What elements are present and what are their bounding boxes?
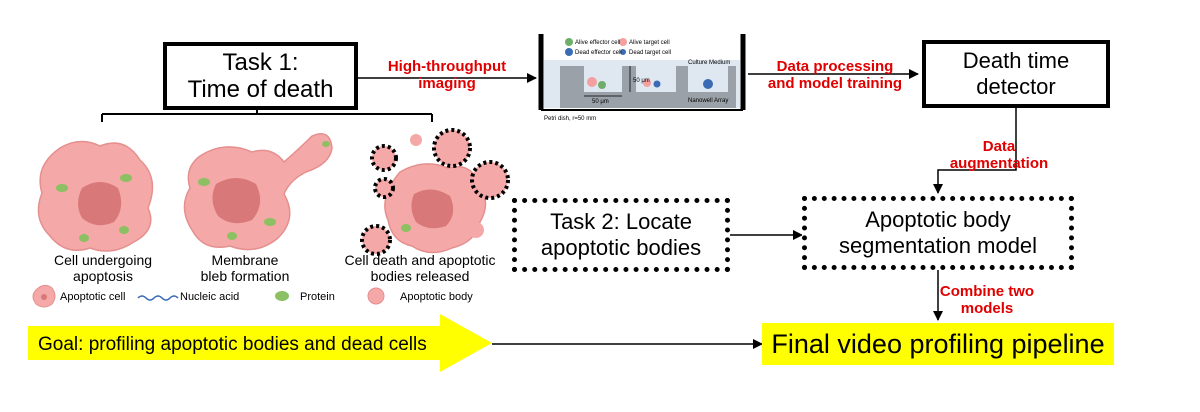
detector-line2: detector xyxy=(976,74,1056,99)
arrow-augmentation xyxy=(933,108,1017,194)
goal-text: Goal: profiling apoptotic bodies and dea… xyxy=(38,334,427,355)
task2-box: Task 2: Locate apoptotic bodies xyxy=(512,198,730,272)
final-box: Final video profiling pipeline xyxy=(762,323,1114,365)
segmentation-line2: segmentation model xyxy=(838,233,1038,258)
nw-alive-effector: Alive effector cell xyxy=(575,40,620,46)
detector-line1: Death time xyxy=(962,48,1070,73)
legend-apoptotic-cell: Apoptotic cell xyxy=(60,291,126,303)
nw-culture-medium: Culture Medium xyxy=(688,60,730,66)
task1-line1: Task 1: xyxy=(222,49,299,76)
nw-dish: Petri dish, r=50 mm xyxy=(544,116,596,122)
legend-icons xyxy=(32,284,385,308)
cell-stage2-image xyxy=(183,133,333,251)
final-text: Final video profiling pipeline xyxy=(771,328,1105,359)
nanowell-schematic: Alive effector cell Dead effector cell A… xyxy=(538,34,746,122)
segmentation-box: Apoptotic body segmentation model xyxy=(802,196,1074,270)
goal-arrow-shape xyxy=(28,314,492,372)
task1-line2: Time of death xyxy=(187,76,334,103)
nw-dead-effector: Dead effector cell xyxy=(575,50,622,56)
cell-stage1-image xyxy=(37,140,154,252)
nw-dim-vertical: 50 μm xyxy=(633,78,650,84)
nw-alive-target: Alive target cell xyxy=(629,40,670,46)
task1-box: Task 1: Time of death xyxy=(163,42,358,110)
legend-protein: Protein xyxy=(300,291,335,303)
legend-nucleic-acid: Nucleic acid xyxy=(180,291,240,303)
detector-box: Death time detector xyxy=(922,40,1110,108)
segmentation-line1: Apoptotic body xyxy=(865,207,1011,232)
task2-line2: apoptotic bodies xyxy=(540,235,702,260)
cell-stage3-image xyxy=(360,128,510,256)
legend-apoptotic-body: Apoptotic body xyxy=(400,291,473,303)
nw-dim-horizontal: 50 μm xyxy=(592,99,609,105)
nw-nanowell-array: Nanowell Array xyxy=(688,98,728,104)
apoptosis-illustration xyxy=(32,128,510,308)
task2-line1: Task 2: Locate xyxy=(550,209,692,234)
nw-dead-target: Dead target cell xyxy=(629,50,671,56)
